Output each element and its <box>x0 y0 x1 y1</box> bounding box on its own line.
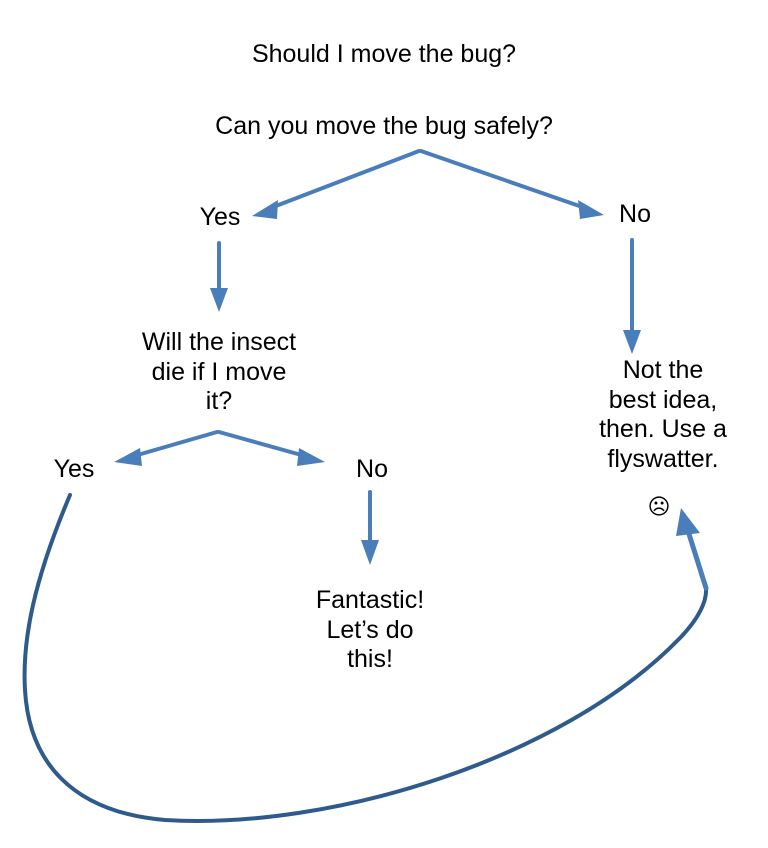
outcome-not-the-best-idea: Not the best idea, then. Use a flyswatte… <box>599 356 727 473</box>
branch-label-no-level1: No <box>619 200 651 228</box>
edge-q2-to-no <box>217 430 325 466</box>
decision-can-you-move-bug-safely: Can you move the bug safely? <box>215 112 553 140</box>
branch-label-no-level2: No <box>356 455 388 483</box>
edge-q1-to-no <box>419 149 604 219</box>
page-title: Should I move the bug? <box>251 40 517 68</box>
outcome-fantastic-lets-do-this: Fantastic! Let’s do this! <box>315 586 425 673</box>
decision-will-insect-die: Will the insect die if I move it? <box>141 328 297 415</box>
branch-label-yes-level2: Yes <box>53 455 95 483</box>
edge-no-to-outcome-no <box>623 238 641 354</box>
edge-yes-to-q2 <box>210 241 228 312</box>
edge-no2-to-outcome-yes <box>361 490 379 565</box>
edge-q1-to-yes <box>252 149 421 219</box>
branch-label-yes-level1: Yes <box>199 203 241 231</box>
sad-face-icon: ☹ <box>647 495 671 520</box>
edge-q2-to-yes <box>114 430 219 466</box>
